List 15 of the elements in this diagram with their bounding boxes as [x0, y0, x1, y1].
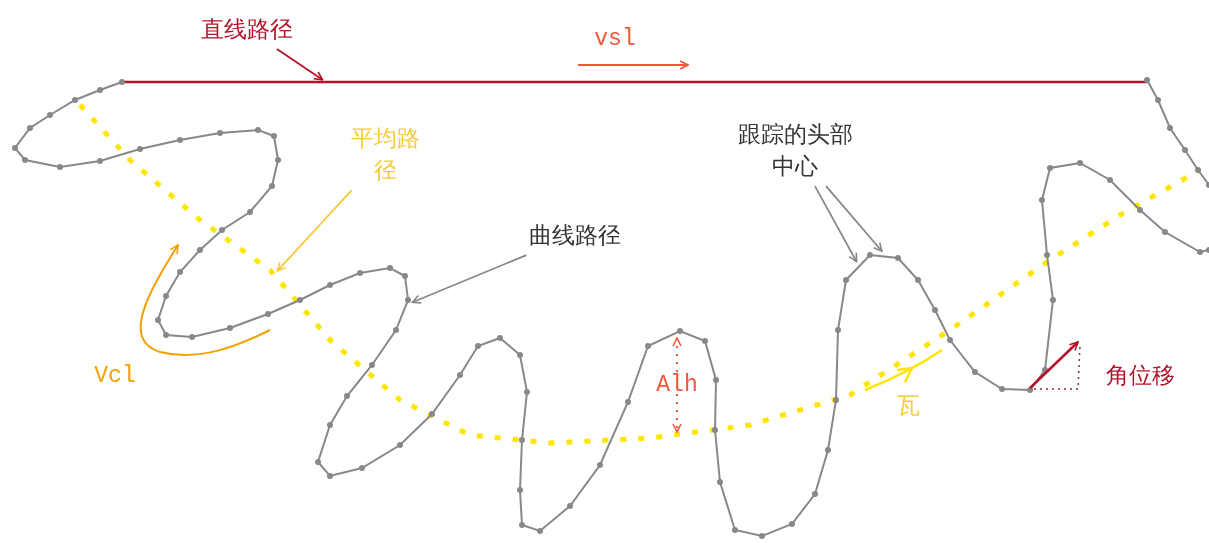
path-label: 曲线路径 — [529, 218, 621, 252]
leader-line — [276, 48, 324, 81]
leader-line — [814, 185, 858, 263]
leader-line — [276, 189, 353, 272]
curvilinear-path — [12, 77, 1209, 539]
leader-line — [825, 185, 883, 253]
path-label: 平均路径 — [341, 121, 429, 187]
parameter-label: Alh — [656, 370, 698, 400]
path-label: 直线路径 — [201, 12, 293, 46]
parameter-label: 瓦 — [896, 390, 920, 420]
parameter-label: vsl — [594, 24, 636, 54]
parameter-label: Vcl — [94, 361, 136, 391]
head-center-label: 跟踪的头部中心 — [730, 117, 860, 183]
parameter-label: 角位移 — [1105, 360, 1175, 390]
leader-line — [411, 254, 528, 304]
